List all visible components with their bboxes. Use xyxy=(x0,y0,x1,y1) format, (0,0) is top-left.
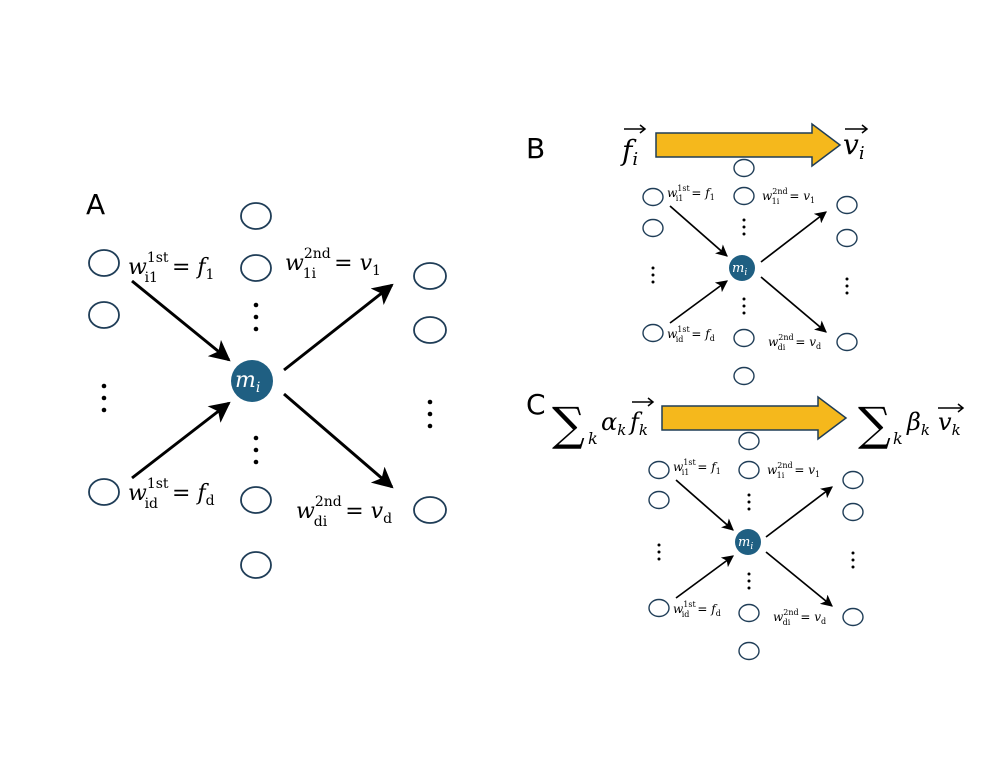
hidden-node xyxy=(738,431,760,451)
output-vector-label: vi xyxy=(843,128,865,164)
hidden-node xyxy=(738,460,760,480)
hidden-node xyxy=(733,158,755,178)
input-node xyxy=(88,478,120,506)
input-node xyxy=(648,460,670,480)
hub-node xyxy=(735,529,761,555)
edge-arrow xyxy=(669,205,728,257)
input-node xyxy=(642,187,664,207)
edge-arrow xyxy=(669,280,728,324)
sum-index: k xyxy=(588,429,598,448)
hub-node xyxy=(729,255,755,281)
ellipsis-vertical xyxy=(747,572,751,590)
vector-arrow-icon xyxy=(632,397,655,407)
output-node xyxy=(842,607,864,627)
ellipsis-vertical xyxy=(742,218,746,236)
hidden-node xyxy=(738,603,760,623)
hub-label: mi xyxy=(235,368,260,396)
output-coefficient: βk xyxy=(906,408,930,439)
input-node xyxy=(648,490,670,510)
output-node xyxy=(413,316,447,344)
panel-b: B fi vi xyxy=(526,122,869,386)
ellipsis-vertical xyxy=(253,302,259,332)
output-node xyxy=(842,502,864,522)
panel-a-label: A xyxy=(86,188,105,221)
vector-arrow-icon xyxy=(845,124,869,134)
output-node xyxy=(842,470,864,490)
output-node xyxy=(836,332,858,352)
hub-label: mi xyxy=(732,261,747,278)
edge-arrow xyxy=(675,479,734,531)
edge-arrow xyxy=(131,401,231,480)
sum-symbol: ∑ xyxy=(858,397,891,451)
ellipsis-vertical xyxy=(651,266,655,284)
sum-symbol: ∑ xyxy=(552,397,585,451)
edge-arrow xyxy=(760,211,827,263)
hidden-node xyxy=(733,366,755,386)
hub-node xyxy=(231,360,273,402)
hidden-node xyxy=(240,254,272,282)
hidden-node xyxy=(240,551,272,579)
hidden-node xyxy=(733,328,755,348)
input-coefficient: αk xyxy=(601,408,626,439)
panel-c-label: C xyxy=(526,388,546,421)
ellipsis-vertical xyxy=(101,383,107,413)
hidden-node xyxy=(240,202,272,230)
input-node xyxy=(88,301,120,329)
ellipsis-vertical xyxy=(253,435,259,465)
ellipsis-vertical xyxy=(427,399,433,429)
edge-arrow xyxy=(131,279,231,362)
edge-arrow xyxy=(760,276,827,333)
output-node xyxy=(836,228,858,248)
sum-index: k xyxy=(893,429,903,448)
ellipsis-vertical xyxy=(851,551,855,569)
input-node xyxy=(642,218,664,238)
input-node xyxy=(642,323,664,343)
panel-b-label: B xyxy=(526,132,545,165)
vector-arrow-icon xyxy=(624,124,647,134)
edge-arrow xyxy=(283,392,394,489)
edge-arrow xyxy=(675,555,734,599)
input-vector-label: fk xyxy=(628,408,648,439)
hub-label: mi xyxy=(738,535,753,552)
input-vector-label: fi xyxy=(620,134,638,170)
panel-c: C ∑ k αk fk ∑ k βk vk xyxy=(526,388,965,661)
hidden-node xyxy=(738,641,760,661)
ellipsis-vertical xyxy=(742,297,746,315)
input-node xyxy=(88,249,120,277)
output-vector-label: vk xyxy=(938,408,961,439)
vector-arrow-icon xyxy=(938,403,965,413)
hidden-node xyxy=(240,486,272,514)
ellipsis-vertical xyxy=(845,277,849,295)
hidden-node xyxy=(733,186,755,206)
edge-arrow xyxy=(283,283,394,372)
ellipsis-vertical xyxy=(747,493,751,511)
transform-arrow xyxy=(655,122,842,168)
output-node xyxy=(836,195,858,215)
edge-arrow xyxy=(765,551,833,607)
transform-arrow xyxy=(661,395,848,441)
input-node xyxy=(648,598,670,618)
edge-arrow xyxy=(765,486,833,538)
output-node xyxy=(413,262,447,290)
ellipsis-vertical xyxy=(657,543,661,561)
output-node xyxy=(413,496,447,524)
